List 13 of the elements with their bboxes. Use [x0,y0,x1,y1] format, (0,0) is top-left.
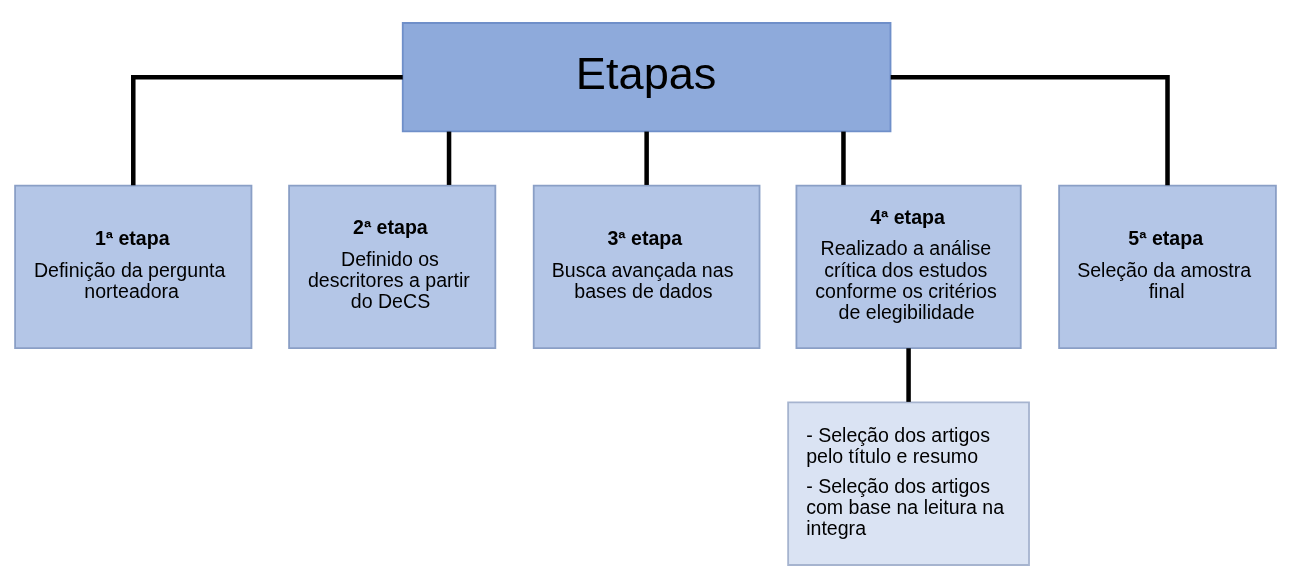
node-box: - Seleção dos artigos pelo título e resumo - Seleção dos artigos com base na leitura na integra [787,401,1030,566]
node-box: 2ª etapa Definido os descritores a partir do DeCS [288,184,497,350]
node-box: Etapas [401,22,892,133]
connector [644,131,649,185]
connector [906,348,911,402]
node-box: 3ª etapa Busca avançada nas bases de dados [532,184,761,350]
connector [841,131,846,185]
connector [446,131,452,185]
connector [890,74,1170,186]
connector [131,74,403,186]
node-box: 1ª etapa Definição da pergunta norteadora [14,184,253,350]
node-box: 5ª etapa Seleção da amostra final [1058,184,1277,350]
node-box: 4ª etapa Realizado a análise crítica dos estudos conforme os critérios de elegibilidade [795,184,1022,350]
